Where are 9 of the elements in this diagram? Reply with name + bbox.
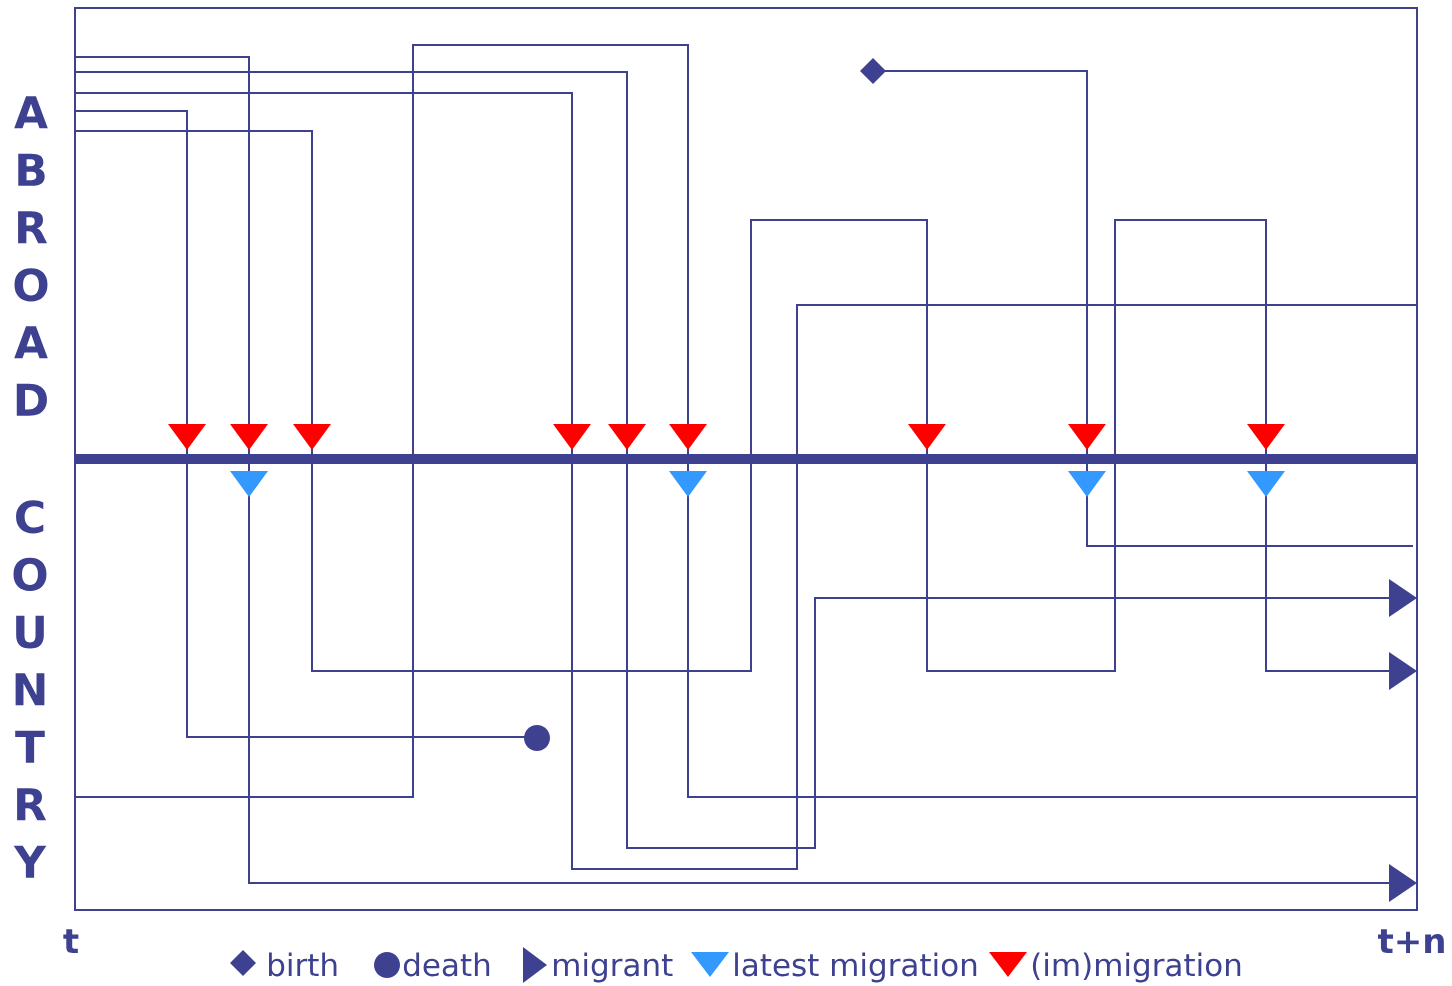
side-label: COUNTRY [13, 500, 47, 878]
legend-label: latest migration [735, 952, 977, 983]
axis-label: t+n [1378, 929, 1444, 953]
legend-label: birth [269, 952, 337, 977]
side-label: ABROAD [14, 96, 48, 416]
legend-label: (im)migration [1032, 952, 1241, 983]
axis-label: t [63, 929, 79, 953]
legend-label: migrant [554, 952, 673, 983]
legend-label: death [403, 952, 490, 977]
